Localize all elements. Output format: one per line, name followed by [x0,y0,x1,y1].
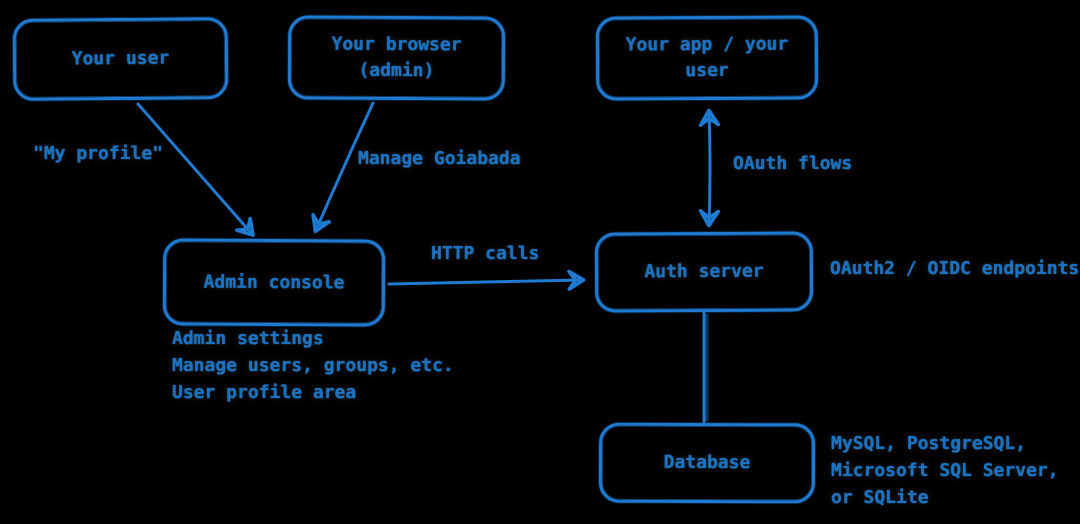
arrow-manage-goiabada [311,101,375,234]
annotation-admin-console-note: Admin settings Manage users, groups, etc… [172,325,454,406]
node-your-user-label: Your user [71,47,170,70]
node-admin-console: Admin console [162,238,386,327]
node-admin-console-label: Admin console [203,271,345,293]
node-your-browser-admin: Your browser (admin) [287,15,506,101]
node-your-browser-admin-label: Your browser (admin) [331,33,462,82]
admin-note-line-2: Manage users, groups, etc. [172,355,454,376]
edge-label-my-profile: "My profile" [33,143,164,164]
node-auth-server-label: Auth server [644,260,764,283]
database-note-line-3: or SQLite [831,487,929,508]
edge-label-oauth-flows: OAuth flows [733,153,853,174]
admin-note-line-1: Admin settings [172,328,324,349]
node-database-label: Database [663,451,751,474]
edge-label-manage-goiabada: Manage Goiabada [358,148,521,169]
node-your-user: Your user [12,17,229,101]
database-note-line-1: MySQL, PostgreSQL, [831,433,1027,454]
annotation-oauth2-oidc-endpoints: OAuth2 / OIDC endpoints [830,258,1080,279]
arrow-my-profile [136,102,255,237]
node-auth-server: Auth server [594,231,814,313]
database-note-line-2: Microsoft SQL Server, [831,460,1059,481]
arrow-http-calls [387,269,586,291]
node-your-app-your-user-label: Your app / your user [625,33,789,82]
edge-label-http-calls: HTTP calls [431,243,540,264]
annotation-database-note: MySQL, PostgreSQL, Microsoft SQL Server,… [831,430,1059,511]
node-your-app-your-user: Your app / your user [595,15,819,101]
arrow-oauth-flows [698,108,721,228]
node-database: Database [598,422,816,504]
admin-note-line-3: User profile area [172,382,357,403]
